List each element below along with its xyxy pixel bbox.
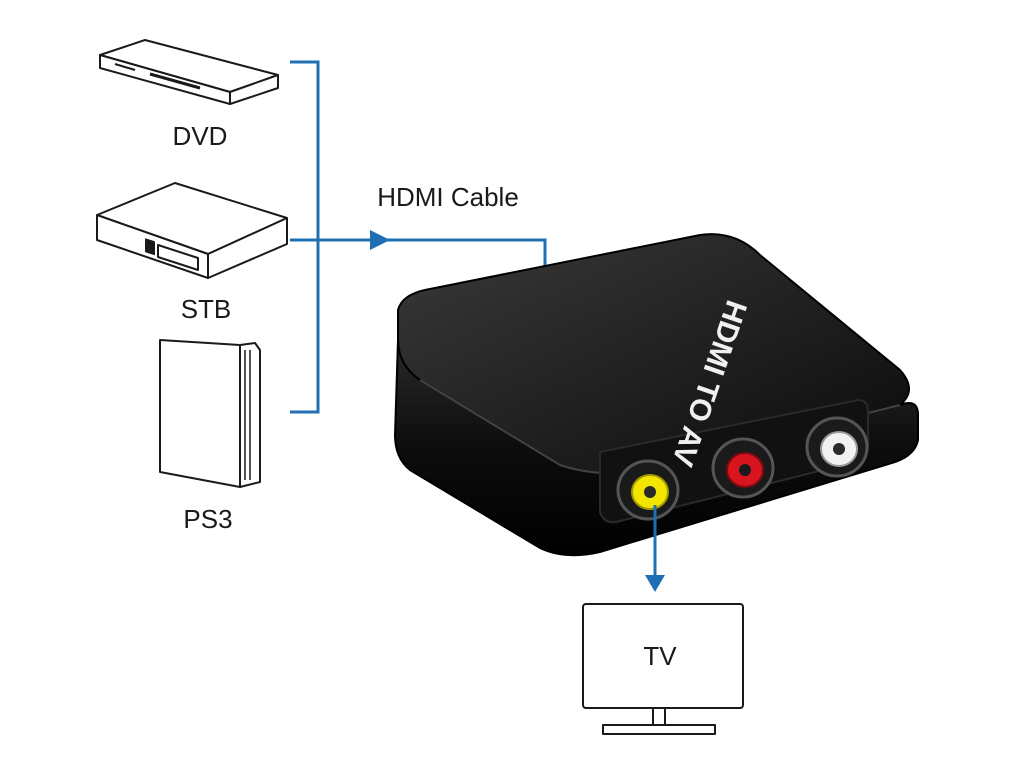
ps3-label: PS3 [183, 504, 232, 534]
hdmi-connection-lines [290, 60, 547, 414]
tv-icon [582, 603, 744, 735]
hdmi-arrow-icon [370, 230, 390, 250]
hdmi-cable-label: HDMI Cable [377, 182, 519, 212]
ps3-icon [159, 339, 261, 488]
tv-label: TV [643, 641, 677, 671]
stb-icon [96, 182, 288, 279]
dvd-player-icon [99, 39, 279, 105]
white-audio-port-icon [805, 416, 869, 478]
av-output-arrow-icon [645, 575, 665, 592]
hdmi-to-av-converter: HDMI TO AV [393, 233, 919, 557]
red-audio-port-icon [711, 437, 775, 499]
dvd-label: DVD [173, 121, 228, 151]
yellow-video-port-icon [616, 459, 680, 521]
stb-label: STB [181, 294, 232, 324]
